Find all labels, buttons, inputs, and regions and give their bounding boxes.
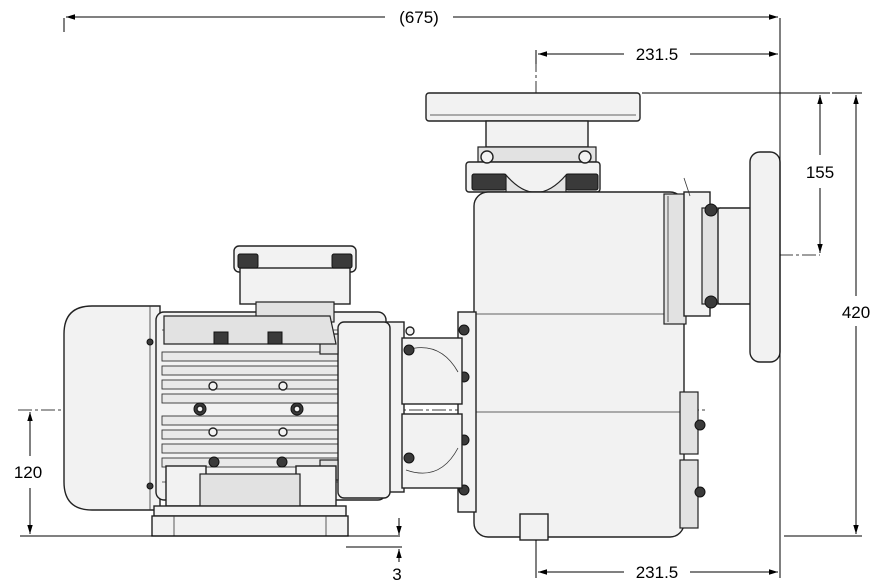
dim-outlet-height-label: 155	[806, 163, 834, 182]
dim-total-height-label: 420	[842, 303, 870, 322]
dim-foot-offset-label: 3	[392, 565, 401, 583]
dimension-flange-offset-bottom: 231.5	[535, 535, 781, 582]
dimension-shaft-height: 120	[14, 412, 400, 537]
electric-motor	[63, 245, 391, 537]
dim-flange-offset-top-label: 231.5	[636, 45, 679, 64]
adapter-lantern	[383, 321, 463, 493]
dimension-foot-offset: 3	[346, 518, 402, 583]
dim-flange-offset-bottom-label: 231.5	[636, 563, 679, 582]
motor-fins	[161, 351, 363, 468]
dim-shaft-height-label: 120	[14, 463, 42, 482]
pump-housing	[425, 92, 781, 541]
dim-overall-length-label: (675)	[399, 8, 439, 27]
dimension-outlet-height: 155	[642, 92, 834, 253]
dimension-flange-offset-top: 231.5	[535, 45, 778, 64]
dimension-overall-length: (675)	[63, 8, 781, 535]
dimension-total-height: 420	[784, 92, 870, 537]
